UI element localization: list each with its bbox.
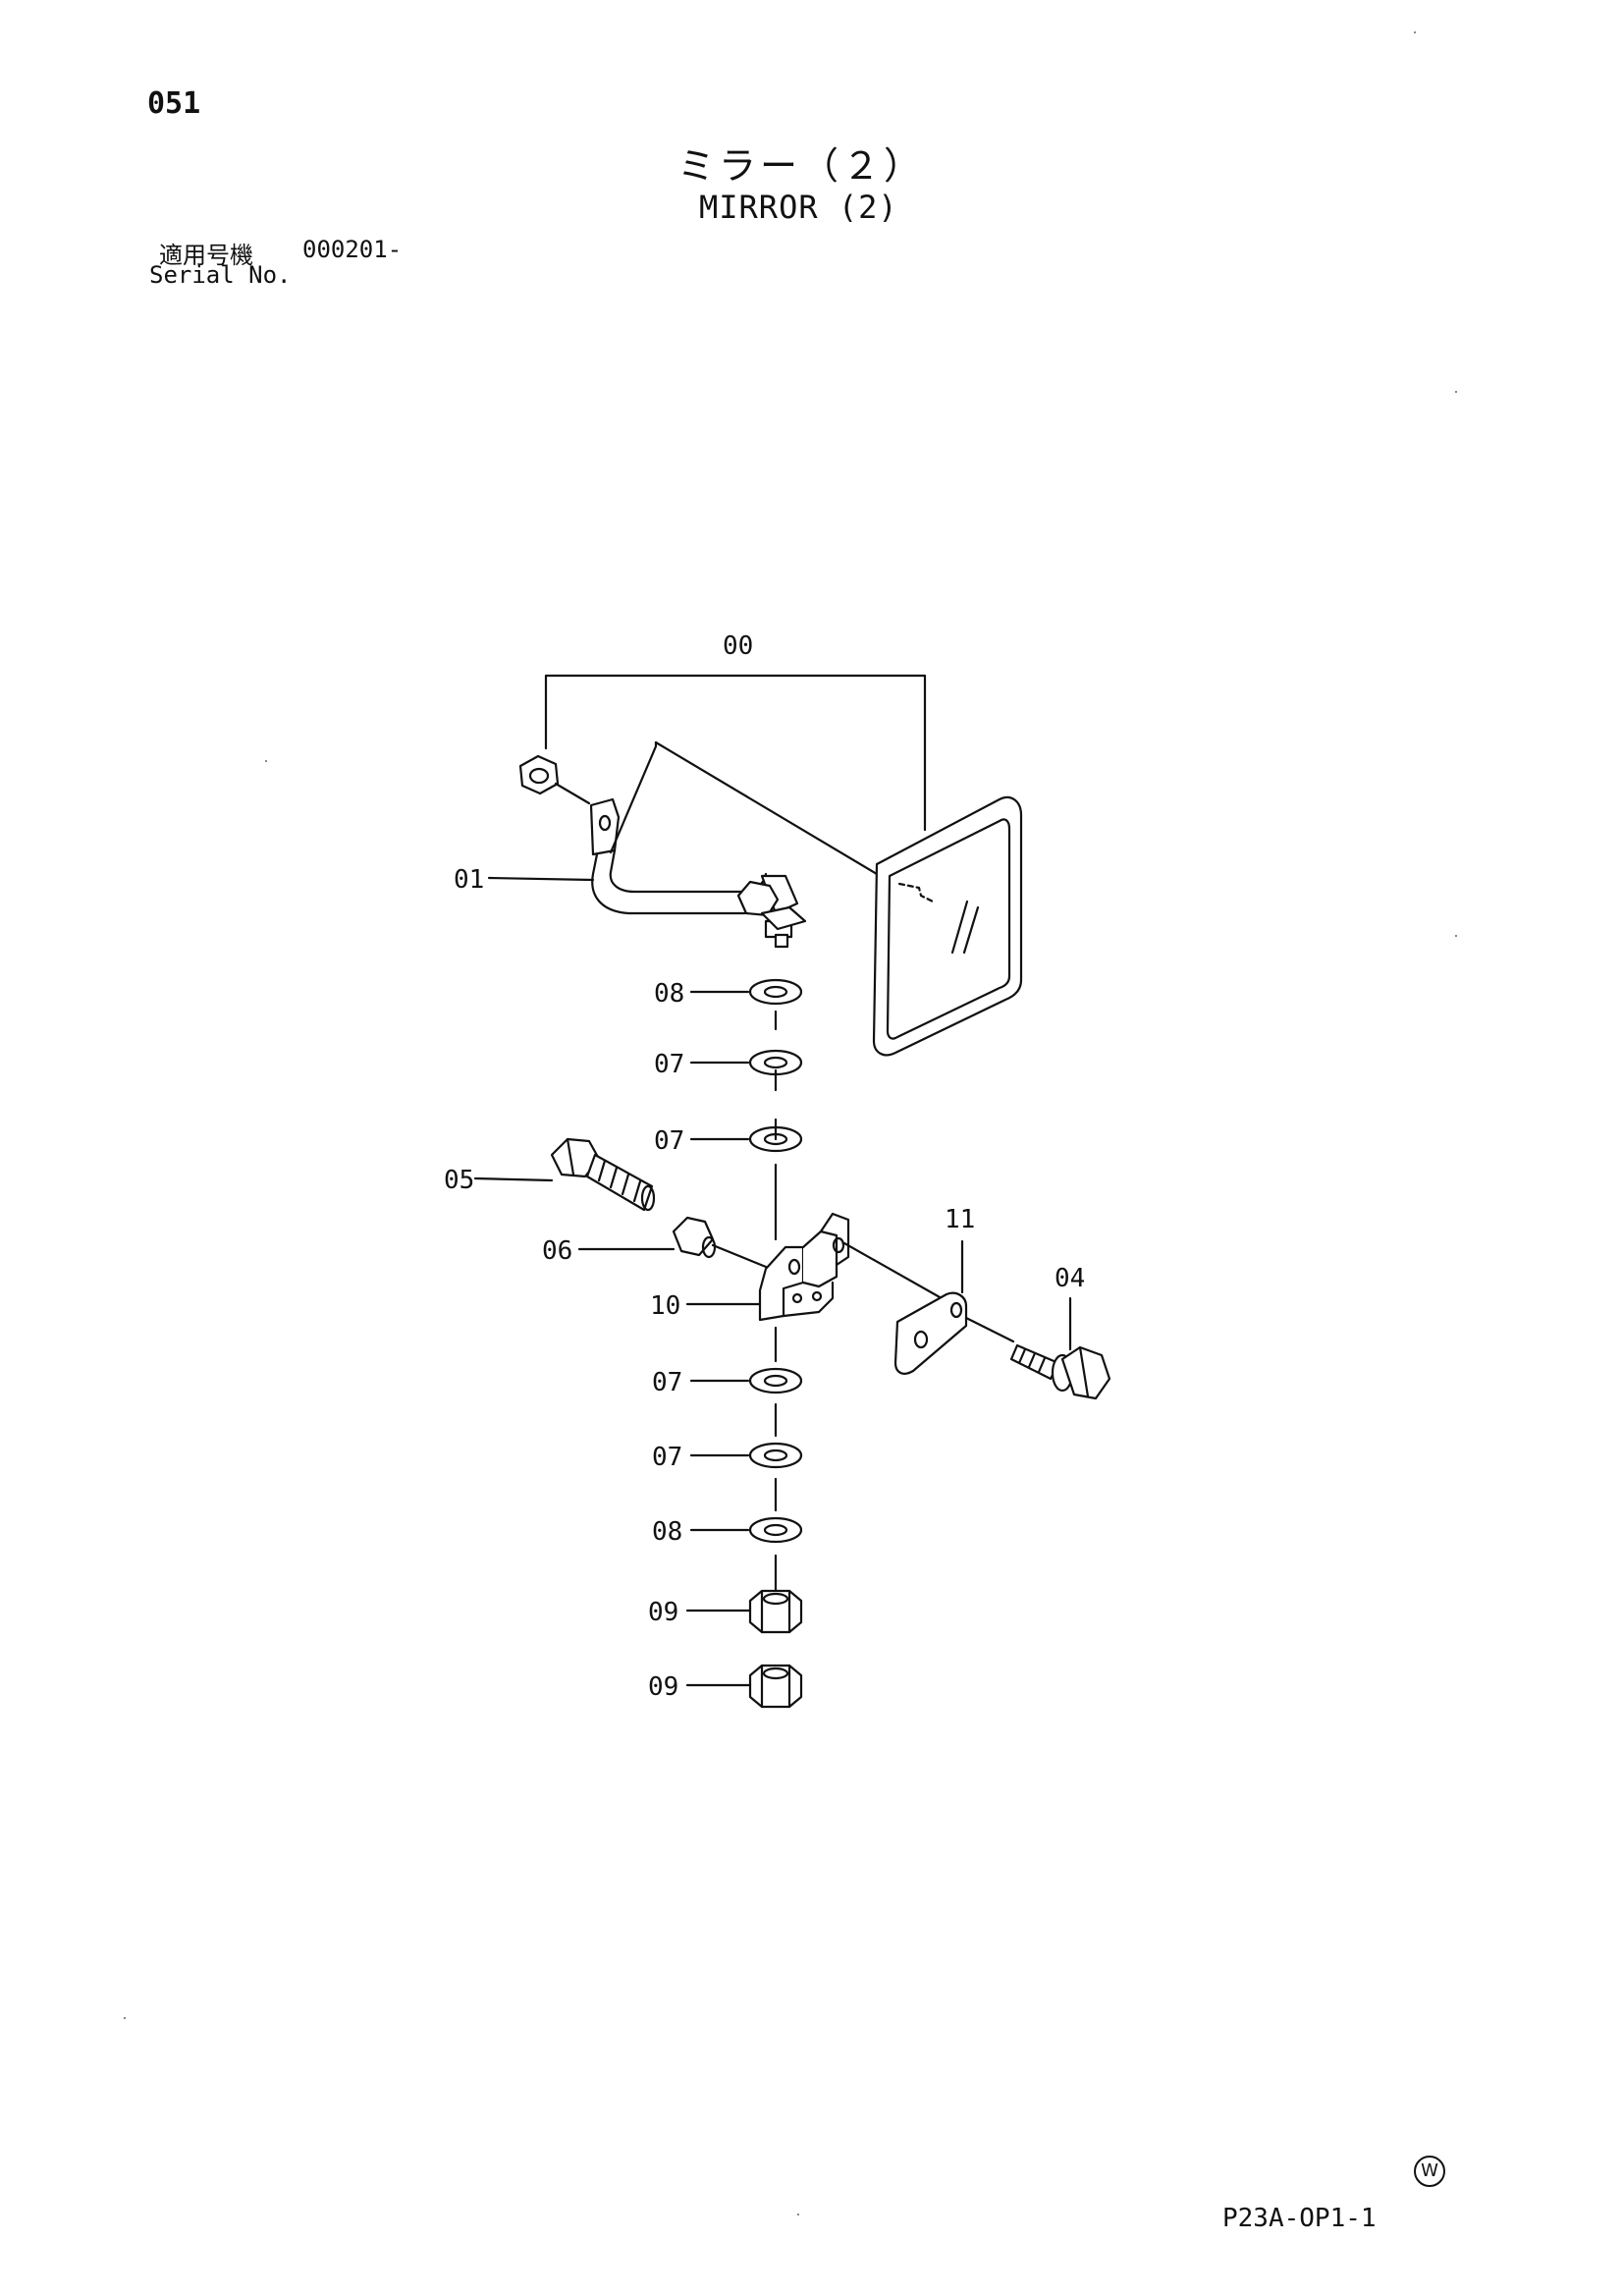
serial-label-english: Serial No. [149, 261, 292, 289]
callout-04: 04 [1055, 1264, 1085, 1293]
page-title-japanese: ミラー（２） [677, 144, 926, 188]
callout-07-second: 07 [654, 1126, 684, 1156]
leader-lines [473, 876, 1072, 1687]
plate-11-icon [893, 1291, 1015, 1375]
callout-08-lower: 08 [652, 1517, 682, 1547]
nut-09-lower-icon [748, 1664, 803, 1709]
callout-05: 05 [444, 1166, 474, 1195]
bolt-04-icon [1009, 1343, 1111, 1400]
callout-06: 06 [542, 1236, 572, 1266]
callout-07-first: 07 [654, 1050, 684, 1079]
hinge-bracket-10-icon [758, 1212, 950, 1322]
assembly-bracket-00 [544, 674, 927, 832]
scan-speck [265, 760, 267, 762]
callout-07-fourth: 07 [652, 1443, 682, 1472]
scan-speck [1414, 31, 1416, 33]
scan-speck [1455, 935, 1457, 937]
circled-w-mark: W [1414, 2156, 1445, 2187]
washer-07-1-icon [748, 1049, 803, 1076]
arm-nut-icon [518, 754, 591, 805]
mirror-arm-icon [589, 740, 879, 949]
callout-01: 01 [454, 865, 484, 895]
drawing-code: P23A-OP1-1 [1222, 2204, 1377, 2233]
serial-number-range: 000201- [302, 236, 403, 263]
callout-08-upper: 08 [654, 979, 684, 1009]
scan-speck [797, 2214, 799, 2215]
washer-07-2-icon [748, 1125, 803, 1153]
washer-07-3-icon [748, 1367, 803, 1394]
page-number: 051 [147, 86, 201, 121]
page-title-english: MIRROR (2) [699, 189, 898, 226]
callout-07-third: 07 [652, 1368, 682, 1397]
callout-11: 11 [945, 1205, 975, 1234]
scan-speck [1455, 391, 1457, 393]
washer-08-upper-icon [748, 978, 803, 1006]
callout-00: 00 [723, 631, 753, 661]
scan-speck [124, 2017, 126, 2019]
mirror-head-icon [872, 795, 1023, 1057]
nut-06-icon [672, 1216, 768, 1269]
bolt-05-icon [550, 1137, 656, 1212]
washer-07-4-icon [748, 1442, 803, 1469]
nut-09-upper-icon [748, 1589, 803, 1634]
washer-08-lower-icon [748, 1516, 803, 1544]
callout-10: 10 [650, 1291, 680, 1321]
callout-09-lower: 09 [648, 1672, 678, 1702]
callout-09-upper: 09 [648, 1598, 678, 1627]
serial-label-japanese: 適用号機 [159, 242, 253, 269]
